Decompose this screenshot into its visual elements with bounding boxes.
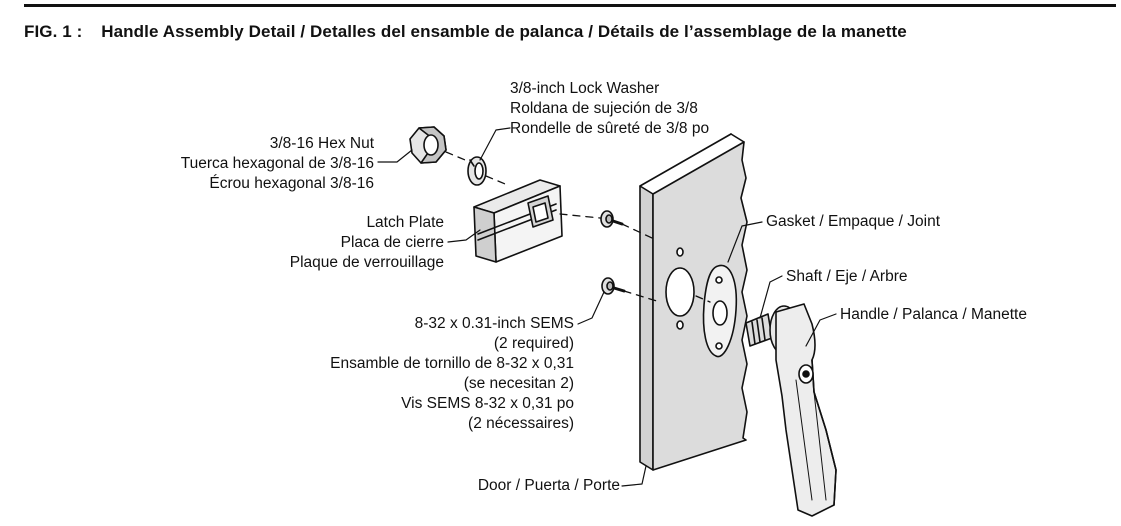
- gasket-label: Gasket / Empaque / Joint: [766, 213, 941, 230]
- lock-washer-label: 3/8-inch Lock Washer Roldana de sujeción…: [510, 80, 710, 137]
- leader-lines: [377, 127, 837, 487]
- assembly-centerlines: [445, 151, 711, 303]
- hex-nut-part: [409, 126, 447, 164]
- door-panel: [639, 133, 748, 471]
- figure-title: FIG. 1 : Handle Assembly Detail / Detall…: [24, 22, 907, 42]
- figure-caption: Handle Assembly Detail / Detalles del en…: [101, 22, 907, 41]
- latch-plate-label: Latch Plate Placa de cierre Plaque de ve…: [289, 214, 444, 271]
- sems-screw-lower: [601, 277, 626, 295]
- shaft-label: Shaft / Eje / Arbre: [786, 268, 908, 285]
- gasket-part: [702, 264, 738, 358]
- handle-part: [769, 303, 837, 517]
- handle-label: Handle / Palanca / Manette: [840, 306, 1027, 323]
- sems-screw-upper: [600, 210, 624, 228]
- lock-washer-part: [467, 156, 487, 186]
- hex-nut-label: 3/8-16 Hex Nut Tuerca hexagonal de 3/8-1…: [180, 135, 374, 192]
- door-label: Door / Puerta / Porte: [477, 477, 620, 494]
- top-rule: [24, 4, 1116, 7]
- latch-plate-part: [473, 179, 563, 263]
- figure-number: FIG. 1 :: [24, 22, 83, 41]
- sems-label: 8-32 x 0.31-inch SEMS (2 required) Ensam…: [330, 315, 574, 432]
- shaft-part: [745, 313, 773, 347]
